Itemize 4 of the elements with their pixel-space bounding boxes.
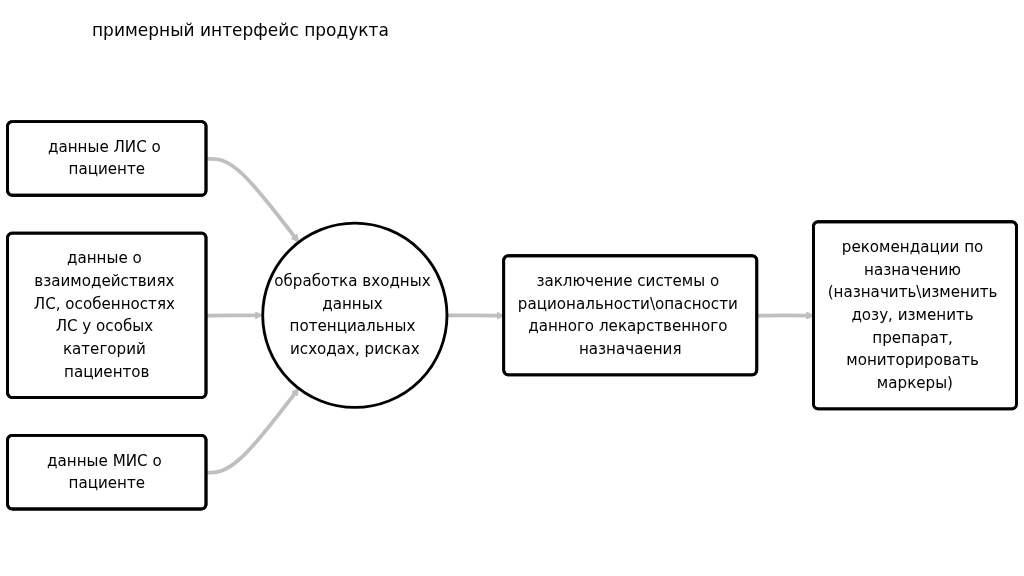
diagram-title: примерный интерфейс продукта <box>92 20 389 40</box>
arrow <box>206 387 300 475</box>
node-circle: обработка входных данных потенциальных исходах, рисках <box>261 221 449 409</box>
arrow <box>206 156 300 243</box>
